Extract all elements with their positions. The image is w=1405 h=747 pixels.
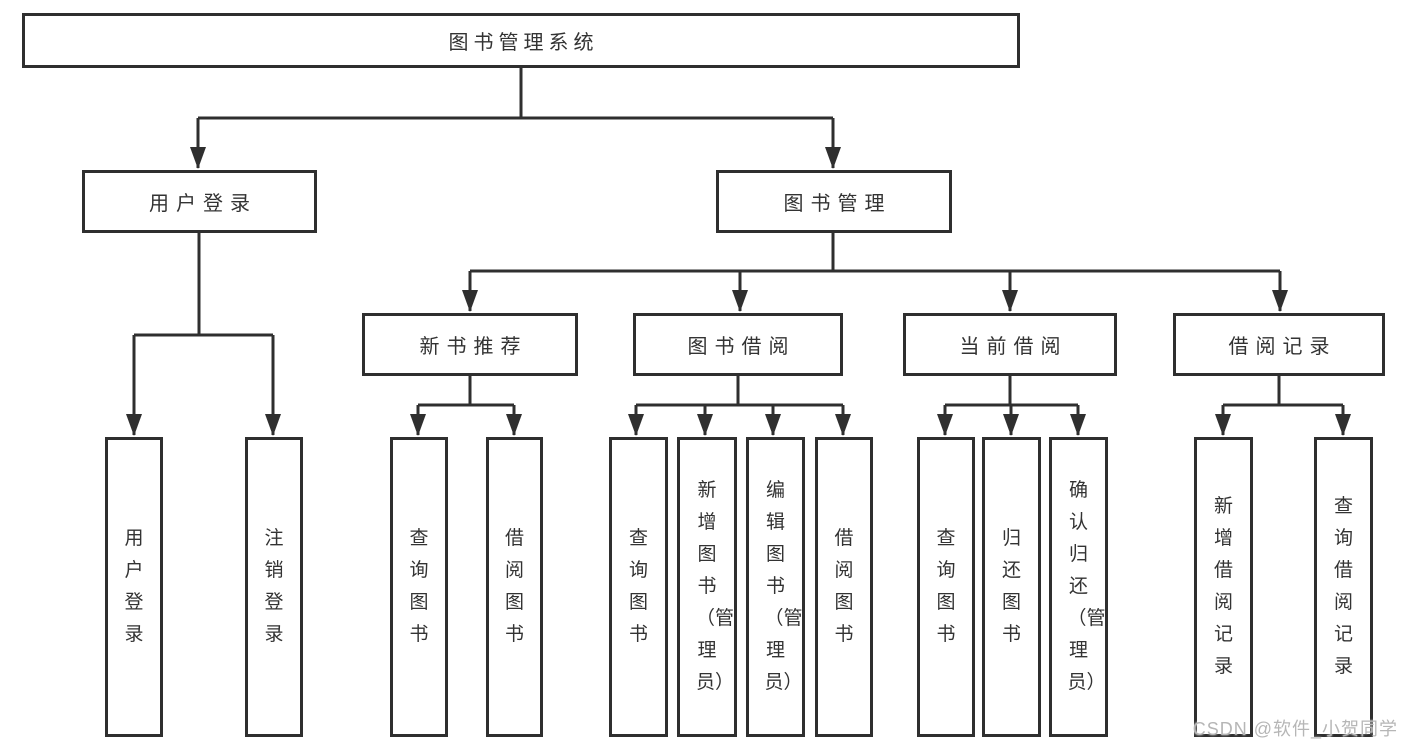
connector-mgmt-trunk [470,233,1280,273]
connector-borrow-trunk [636,376,843,407]
node-system-root-label: 图书管理系统 [448,32,599,54]
leaf-user-login: 用户登录 [105,437,163,737]
leaf-borrow-add-books-admin: 新增图书（管理员） [677,437,737,737]
leaf-logout-label: 注销登录 [264,528,284,645]
leaf-recommend-borrow-books: 借阅图书 [486,437,543,737]
leaf-records-add-record: 新增借阅记录 [1194,437,1253,737]
leaf-records-add-record-label: 新增借阅记录 [1213,496,1233,677]
node-borrow-records-label: 借阅记录 [1228,336,1337,358]
node-user-login: 用户登录 [82,170,317,233]
node-book-borrow: 图书借阅 [633,313,843,376]
leaf-borrow-add-books-admin-label: 新增图书（管理员） [696,480,735,693]
node-book-borrow-label: 图书借阅 [687,336,796,358]
leaf-records-query-record-label: 查询借阅记录 [1333,496,1353,677]
leaf-logout: 注销登录 [245,437,303,737]
leaf-borrow-query-books-label: 查询图书 [628,528,648,645]
leaf-borrow-edit-books-admin-label: 编辑图书（管理员） [764,480,803,693]
node-book-management-label: 图书管理 [783,193,892,215]
csdn-watermark: CSDN @软件_小贺同学 [1192,719,1398,739]
node-book-management: 图书管理 [716,170,952,233]
node-current-borrow-label: 当前借阅 [959,336,1068,358]
leaf-recommend-query-books: 查询图书 [390,437,448,737]
connector-current-trunk [945,376,1078,407]
leaf-recommend-borrow-books-label: 借阅图书 [504,528,524,645]
leaf-current-return-books-label: 归还图书 [1001,528,1021,645]
connector-login-trunk [134,233,273,337]
leaf-current-confirm-return-admin: 确认归还（管理员） [1049,437,1108,737]
leaf-borrow-edit-books-admin: 编辑图书（管理员） [746,437,805,737]
connector-records-trunk [1223,376,1343,407]
leaf-current-confirm-return-admin-label: 确认归还（管理员） [1067,480,1106,693]
leaf-user-login-label: 用户登录 [124,528,144,645]
leaf-current-query-books-label: 查询图书 [936,528,956,645]
node-system-root: 图书管理系统 [22,13,1020,68]
connector-root-trunk [198,68,833,120]
connector-recommend-trunk [418,376,514,407]
leaf-borrow-query-books: 查询图书 [609,437,668,737]
node-user-login-label: 用户登录 [149,193,257,215]
node-current-borrow: 当前借阅 [903,313,1117,376]
leaf-recommend-query-books-label: 查询图书 [409,528,429,645]
node-new-book-recommend: 新书推荐 [362,313,578,376]
leaf-borrow-borrow-books-label: 借阅图书 [834,528,854,645]
leaf-records-query-record: 查询借阅记录 [1314,437,1373,737]
leaf-current-query-books: 查询图书 [917,437,975,737]
leaf-borrow-borrow-books: 借阅图书 [815,437,873,737]
node-borrow-records: 借阅记录 [1173,313,1385,376]
leaf-current-return-books: 归还图书 [982,437,1041,737]
node-new-book-recommend-label: 新书推荐 [419,336,528,358]
